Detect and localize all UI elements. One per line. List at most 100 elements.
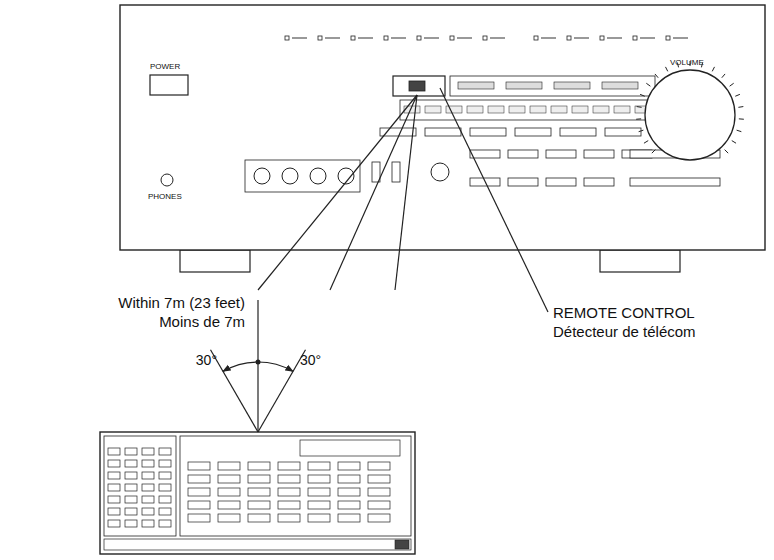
remote-button: [248, 475, 270, 483]
remote-button: [338, 514, 360, 522]
remote-button: [368, 501, 390, 509]
display-segment: [446, 106, 462, 113]
display-panel: [450, 76, 655, 96]
remote-button: [308, 501, 330, 509]
volume-tick: [644, 141, 648, 144]
volume-tick: [652, 150, 656, 154]
remote-button: [218, 514, 240, 522]
remote-button: [218, 475, 240, 483]
panel-marking: [457, 37, 472, 39]
display-segment: [593, 106, 609, 113]
panel-button: [470, 128, 506, 136]
range-line: [395, 95, 417, 290]
distance-label: Moins de 7m: [159, 313, 245, 330]
volume-knob: [645, 70, 735, 160]
remote-panel: [180, 436, 411, 536]
volume-tick: [665, 67, 667, 71]
remote-button: [188, 501, 210, 509]
indicator-led: [285, 36, 289, 40]
phones-jack: [161, 174, 173, 186]
indicator-led: [666, 36, 670, 40]
panel-marking: [358, 37, 373, 39]
remote-button: [125, 448, 137, 455]
volume-tick: [655, 74, 658, 78]
receiver-foot: [180, 250, 250, 272]
indicator-led: [633, 36, 637, 40]
panel-button: [546, 150, 576, 158]
volume-tick: [730, 83, 734, 86]
remote-button: [338, 462, 360, 470]
range-line: [330, 95, 417, 290]
remote-button: [308, 514, 330, 522]
display-segment: [509, 106, 525, 113]
panel-button: [508, 150, 538, 158]
display-panel: [400, 100, 655, 120]
remote-button: [108, 484, 120, 491]
indicator-led: [483, 36, 487, 40]
panel-button: [560, 128, 596, 136]
volume-tick: [735, 94, 740, 96]
angle-arc: [258, 362, 293, 371]
remote-button: [159, 520, 171, 527]
panel-button: [515, 128, 551, 136]
leader-line: [440, 88, 548, 312]
angle-dot: [256, 360, 261, 365]
remote-button: [308, 475, 330, 483]
indicator-led: [534, 36, 538, 40]
balance-knob: [431, 163, 449, 181]
remote-button: [159, 460, 171, 467]
sensor-label: REMOTE CONTROL: [553, 304, 695, 321]
remote-button: [218, 462, 240, 470]
panel-button: [630, 178, 720, 186]
volume-tick: [640, 94, 645, 96]
remote-button: [142, 508, 154, 515]
remote-button: [142, 484, 154, 491]
panel-marking: [673, 37, 688, 39]
display-segment: [467, 106, 483, 113]
power-button: [150, 75, 188, 95]
remote-button: [159, 484, 171, 491]
remote-button: [278, 501, 300, 509]
remote-button: [338, 488, 360, 496]
remote-button: [368, 514, 390, 522]
sensor-window: [393, 76, 445, 96]
volume-tick: [637, 106, 642, 108]
remote-display: [300, 440, 400, 456]
volume-tick: [722, 74, 725, 78]
panel-button: [584, 150, 614, 158]
toggle-switch: [392, 162, 400, 182]
remote-transmitter: [100, 432, 415, 554]
remote-button: [248, 488, 270, 496]
remote-button: [108, 472, 120, 479]
remote-button: [248, 462, 270, 470]
remote-button: [188, 488, 210, 496]
volume-tick: [737, 130, 742, 132]
av-jack: [254, 168, 270, 184]
range-lines: [211, 88, 549, 432]
remote-button: [218, 488, 240, 496]
display-segment: [530, 106, 546, 113]
display-segment: [425, 106, 441, 113]
remote-button: [108, 460, 120, 467]
volume-tick: [639, 130, 644, 132]
remote-button: [338, 475, 360, 483]
remote-button: [125, 496, 137, 503]
remote-button: [278, 488, 300, 496]
panel-marking: [292, 37, 307, 39]
panel-marking: [640, 37, 655, 39]
panel-label: PHONES: [148, 192, 182, 201]
indicator-led: [417, 36, 421, 40]
volume-tick: [646, 83, 650, 86]
display-segment: [602, 82, 638, 89]
av-jack: [282, 168, 298, 184]
angle-label: 30°: [196, 352, 217, 368]
remote-button: [142, 496, 154, 503]
angle-label: 30°: [300, 352, 321, 368]
receiver-foot: [600, 250, 680, 272]
remote-button: [108, 496, 120, 503]
panel-marking: [325, 37, 340, 39]
remote-strip: [104, 539, 411, 550]
display-segment: [506, 82, 542, 89]
remote-button: [125, 460, 137, 467]
